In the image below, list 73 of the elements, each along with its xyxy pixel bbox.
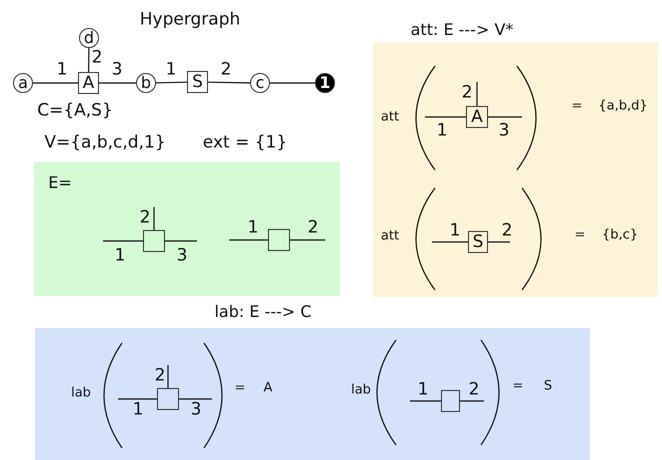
- math-text: att: [380, 230, 400, 242]
- tentacle-line: [488, 241, 510, 243]
- math-text: =: [234, 382, 246, 394]
- connector-line: [33, 82, 78, 84]
- panel-heading: lab: E ---> C: [214, 304, 312, 320]
- panel-heading: E=: [48, 175, 72, 191]
- tentacle-line: [290, 239, 325, 241]
- connector-line: [99, 82, 136, 84]
- edge-label: 3: [190, 402, 202, 418]
- vertex-circle: b: [136, 73, 156, 93]
- panel-heading: att: E ---> V*: [410, 22, 514, 38]
- edge-label: 1: [248, 220, 258, 236]
- math-text: ext = {1}: [202, 134, 288, 152]
- math-text: C={A,S}: [37, 102, 113, 120]
- tentacle-line: [425, 116, 466, 118]
- tentacle-line: [179, 398, 212, 400]
- edge-label: 3: [176, 248, 188, 264]
- edge-label: 2: [462, 84, 472, 102]
- tentacle-line: [460, 400, 484, 402]
- hyperedge-box: [441, 390, 460, 412]
- math-text: lab: [351, 384, 371, 396]
- math-text: lab: [71, 386, 91, 400]
- edge-label: 2: [308, 220, 318, 236]
- tentacle-line: [229, 239, 268, 241]
- math-text: A: [264, 382, 272, 394]
- edge-label: 2: [220, 62, 232, 78]
- edge-label: 1: [114, 248, 126, 264]
- edge-label: 1: [166, 62, 176, 78]
- tentacle-line: [167, 365, 169, 388]
- hyperedge-box: [143, 230, 165, 252]
- math-text: =: [572, 100, 582, 112]
- math-text: att: [380, 110, 400, 124]
- title: Hypergraph: [140, 12, 240, 28]
- edge-label: 2: [502, 222, 512, 240]
- tentacle-line: [476, 82, 478, 106]
- edge-label: 3: [112, 62, 122, 78]
- edge-label: 1: [56, 62, 68, 78]
- edge-label: 1: [436, 122, 448, 140]
- edge-label: 3: [498, 122, 510, 140]
- edge-label: 2: [140, 210, 150, 226]
- connector-line: [156, 82, 188, 84]
- math-text: V={a,b,c,d,1}: [44, 134, 166, 152]
- math-text: {b,c}: [602, 228, 638, 242]
- vertex-circle: c: [250, 73, 270, 93]
- math-text: =: [512, 380, 524, 392]
- tentacle-line: [165, 240, 197, 242]
- edge-label: 1: [418, 382, 428, 398]
- tentacle-line: [153, 207, 155, 230]
- vertex-circle: d: [79, 28, 99, 48]
- tentacle-line: [118, 398, 157, 400]
- tentacle-line: [488, 116, 522, 118]
- tentacle-line: [103, 240, 143, 242]
- vertex-circle: a: [13, 73, 33, 93]
- math-text: =: [574, 228, 586, 242]
- tentacle-line: [410, 400, 441, 402]
- hyperedge-box: [157, 388, 179, 410]
- connector-line: [270, 82, 315, 84]
- edge-label: 1: [132, 402, 144, 418]
- external-vertex-circle: 1: [315, 73, 335, 93]
- math-text: S: [544, 380, 552, 392]
- edge-label: 2: [154, 368, 166, 384]
- edge-label: 2: [468, 382, 480, 398]
- connector-line: [88, 48, 90, 72]
- math-text: {a,b,d}: [598, 100, 648, 112]
- edge-label: 2: [92, 50, 102, 66]
- hyperedge-box: [268, 229, 290, 251]
- hyperedge-box: S: [187, 71, 208, 93]
- connector-line: [208, 82, 250, 84]
- hyperedge-box: A: [466, 106, 488, 128]
- tentacle-line: [432, 241, 468, 243]
- edge-label: 1: [450, 222, 460, 240]
- hyperedge-box: A: [78, 72, 99, 94]
- hyperedge-box: S: [468, 231, 488, 253]
